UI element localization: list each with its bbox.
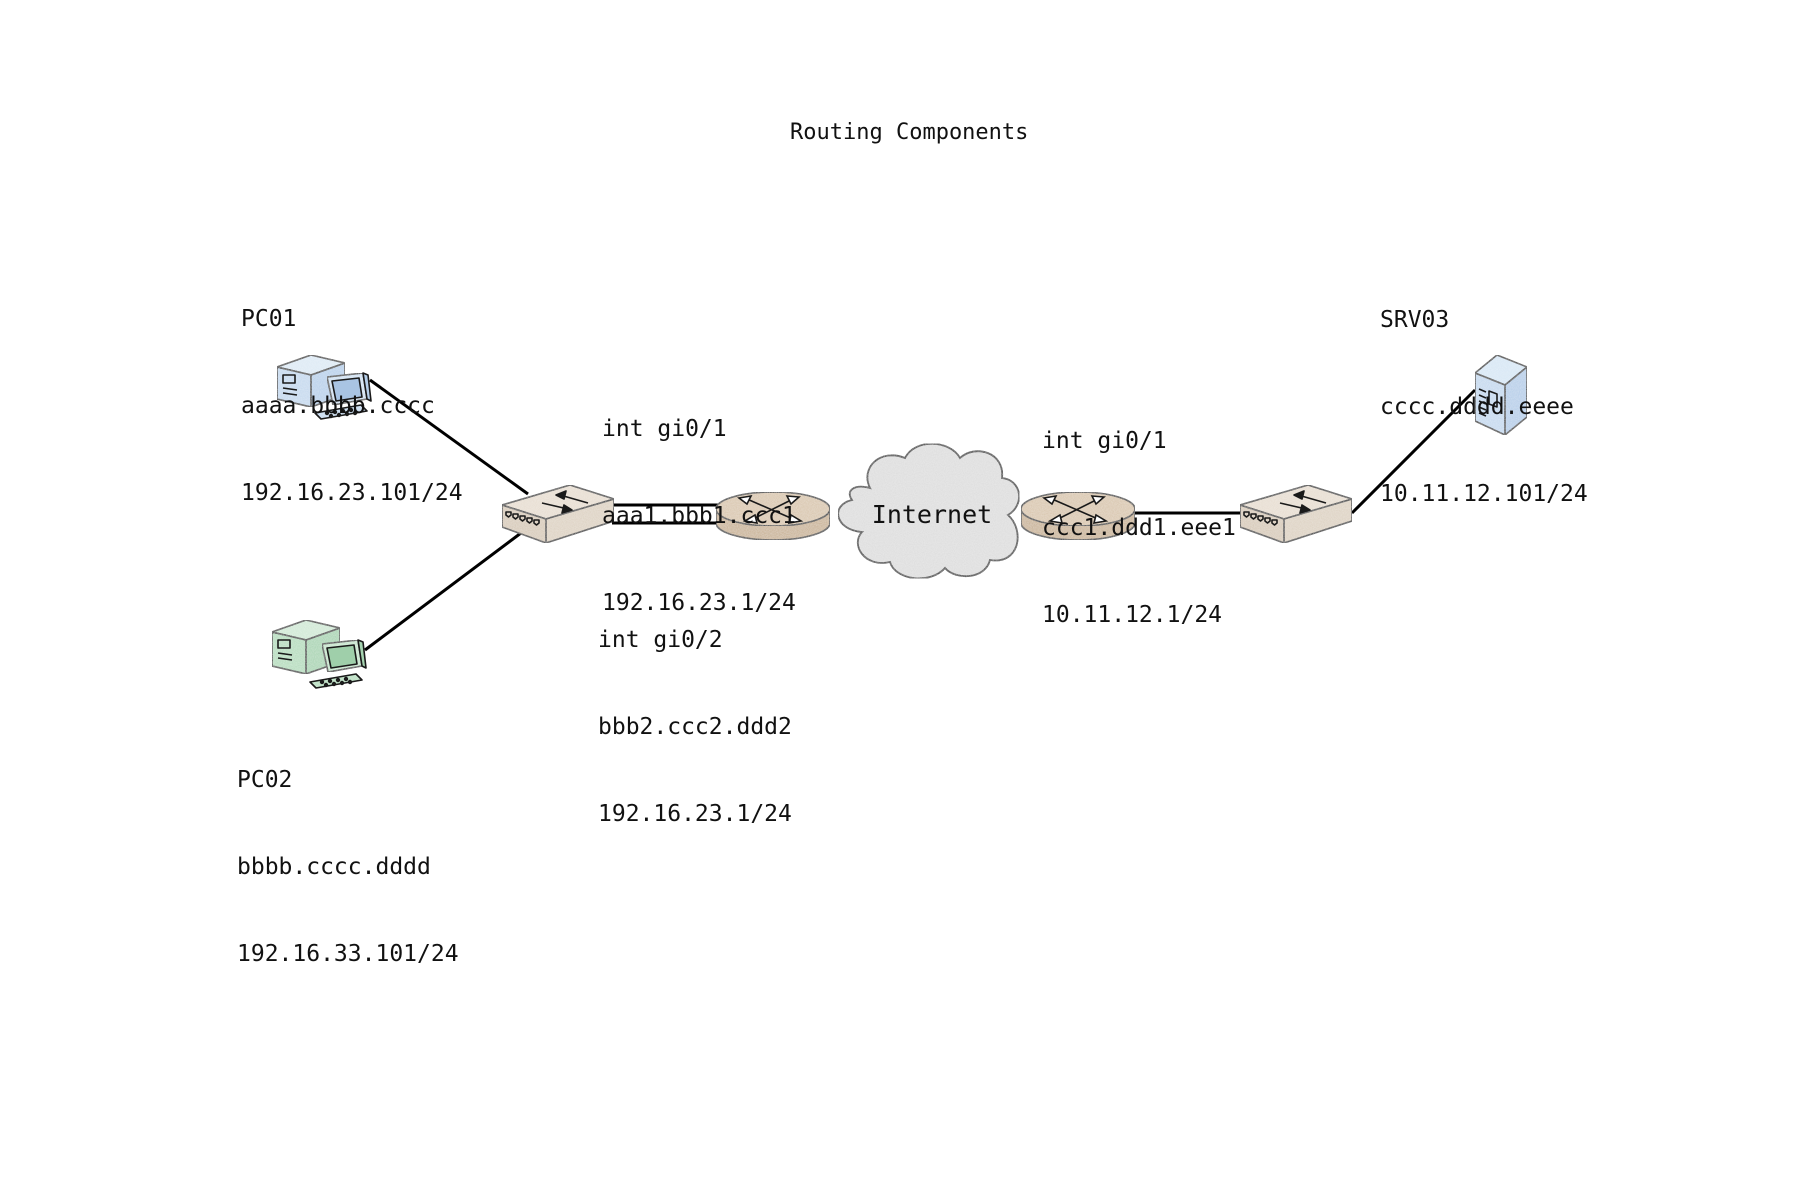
router1-gi01-name: int gi0/1 <box>602 416 727 442</box>
pc02-icon[interactable] <box>271 619 367 689</box>
pc-keyboard <box>309 673 363 689</box>
switch-ports <box>505 511 540 526</box>
router2-gi01-label: int gi0/1 ccc1.ddd1.eee1 10.11.12.1/24 <box>1042 369 1236 659</box>
links <box>364 378 1477 652</box>
switch1-icon[interactable] <box>501 484 615 544</box>
srv03-ip: 10.11.12.101/24 <box>1380 481 1588 507</box>
router1-gi02-mac: bbb2.ccc2.ddd2 <box>598 714 792 740</box>
router1-icon[interactable] <box>715 491 831 541</box>
link-pc01-switch1[interactable] <box>369 378 529 496</box>
pc01-ip: 192.16.23.101/24 <box>241 480 463 506</box>
diagram-title: Routing Components <box>790 120 1029 145</box>
router2-gi01-mac: ccc1.ddd1.eee1 <box>1042 515 1236 541</box>
srv03-label: SRV03 cccc.dddd.eeee 10.11.12.101/24 <box>1380 248 1588 538</box>
router-arrows <box>737 494 804 524</box>
pc02-ip: 192.16.33.101/24 <box>237 941 459 967</box>
switch-arrows <box>1279 490 1327 514</box>
router1-gi02-name: int gi0/2 <box>598 627 723 653</box>
link-switch2-srv03[interactable] <box>1350 388 1477 515</box>
pc-keyboard <box>314 404 368 420</box>
pc01-name: PC01 <box>241 306 297 332</box>
router2-gi01-ip: 10.11.12.1/24 <box>1042 602 1223 628</box>
pc-monitor <box>321 639 367 673</box>
router1-gi02-ip: 192.16.23.1/24 <box>598 801 792 827</box>
pc02-mac: bbbb.cccc.dddd <box>237 854 431 880</box>
switch-ports <box>1243 511 1278 526</box>
router2-icon[interactable] <box>1020 491 1136 541</box>
router1-gi02-label: int gi0/2 bbb2.ccc2.ddd2 192.16.23.1/24 <box>598 568 792 858</box>
switch-arrows <box>541 490 589 514</box>
srv03-icon[interactable] <box>1474 354 1528 436</box>
router2-gi01-name: int gi0/1 <box>1042 428 1167 454</box>
pc02-label: PC02 bbbb.cccc.dddd 192.16.33.101/24 <box>237 708 459 998</box>
router1-gi01-mac: aaa1.bbb1.ccc1 <box>602 503 796 529</box>
internet-label: Internet <box>872 500 992 529</box>
internet-cloud-icon[interactable]: Internet <box>837 442 1020 580</box>
pc01-icon[interactable] <box>276 354 372 420</box>
router1-gi01-label: int gi0/1 aaa1.bbb1.ccc1 192.16.23.1/24 <box>602 357 796 647</box>
srv03-name: SRV03 <box>1380 307 1450 333</box>
link-pc02-switch1[interactable] <box>364 528 526 652</box>
pc-monitor <box>326 372 372 406</box>
router1-gi01-ip: 192.16.23.1/24 <box>602 590 796 616</box>
pc02-name: PC02 <box>237 767 293 793</box>
switch2-icon[interactable] <box>1239 484 1353 544</box>
pc01-label: PC01 aaaa.bbbb.cccc 192.16.23.101/24 <box>241 247 463 537</box>
router-arrows <box>1042 494 1109 524</box>
pc01-mac: aaaa.bbbb.cccc <box>241 393 435 419</box>
srv03-mac: cccc.dddd.eeee <box>1380 394 1574 420</box>
